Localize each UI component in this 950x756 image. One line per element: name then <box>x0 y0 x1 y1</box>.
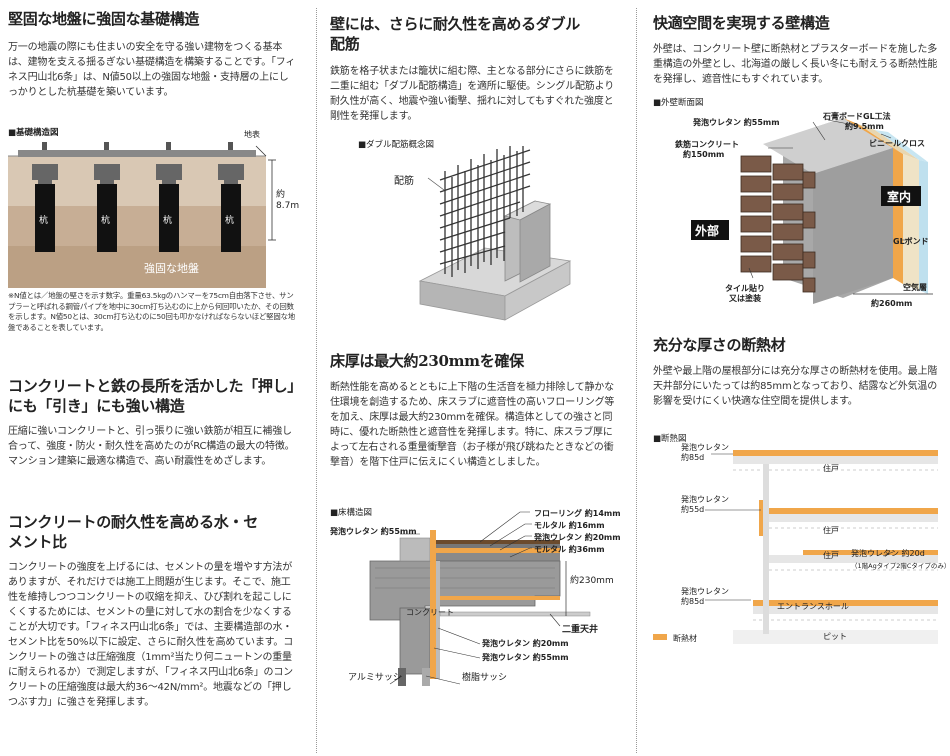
floor-structure-diagram <box>369 511 591 686</box>
label-urethane-20-b: 発泡ウレタン 約20mm <box>482 639 569 648</box>
foundation-diagram <box>8 142 276 288</box>
text-foundation: 万一の地震の際にも住まいの安全を守る強い建物をつくる基本は、建物を支える揺るぎな… <box>8 42 296 98</box>
label-entrance-hall: エントランスホール <box>777 602 849 611</box>
caption-floor-figure: ■床構造図 <box>330 508 373 518</box>
label-indoor: 室内 <box>887 190 912 204</box>
label-double-ceiling: 二重天井 <box>562 625 599 635</box>
label-outdoor: 外部 <box>695 224 720 238</box>
caption-insulation-figure: ■断熱図 <box>653 434 687 444</box>
label-wall-concrete: 鉄筋コンクリート <box>675 140 739 149</box>
text-wall-structure: 外壁は、コンクリート壁に断熱材とプラスターボードを施した多重構造の外壁とし、北海… <box>653 44 938 85</box>
double-rebar-diagram <box>418 146 572 321</box>
text-water-cement: コンクリートの強度を上げるには、セメントの量を増やす方法がありますが、それだけで… <box>8 562 294 708</box>
label-ground-surface: 地表 <box>244 130 260 139</box>
label-unit-2: 住戸 <box>823 526 839 535</box>
label-urethane-55-top: 発泡ウレタン 約55mm <box>330 527 417 536</box>
label-resin-sash: 樹脂サッシ <box>462 673 508 683</box>
heading-floor-thickness: 床厚は最大約230mmを確保 <box>330 352 524 370</box>
label-mortar-36: モルタル 約36mm <box>534 545 605 554</box>
label-unit-1: 住戸 <box>823 464 839 473</box>
label-wall-total: 約260mm <box>871 299 913 308</box>
label-strong-ground: 強固な地盤 <box>144 262 199 275</box>
text-double-rebar: 鉄筋を格子状または籠状に組む際、主となる部分にさらに鉄筋を二重に組む「ダブル配筋… <box>330 66 614 122</box>
label-alumi-sash: アルミサッシ <box>348 673 402 683</box>
label-wall-urethane: 発泡ウレタン 約55mm <box>693 118 780 127</box>
label-pit: ピット <box>823 632 847 641</box>
column-divider-2 <box>636 8 637 753</box>
label-pile-2: 杭 <box>101 216 111 226</box>
heading-foundation: 堅固な地盤に強固な基礎構造 <box>8 10 200 28</box>
label-flooring: フローリング 約14mm <box>534 509 621 518</box>
label-depth: 約8.7m <box>276 190 300 211</box>
caption-rebar-figure: ■ダブル配筋概念図 <box>358 140 435 150</box>
caption-wall-figure: ■外壁断面図 <box>653 98 704 108</box>
label-ins-u85-top: 発泡ウレタン <box>681 443 729 452</box>
label-ins-u55: 発泡ウレタン <box>681 495 729 504</box>
label-ins-u20: 発泡ウレタン 約20d <box>851 549 925 558</box>
heading-water-cement: コンクリートの耐久性を高める水・セメント比 <box>8 513 258 551</box>
label-vinyl: ビニールクロス <box>869 139 925 148</box>
heading-double-rebar: 壁には、さらに耐久性を高めるダブル配筋 <box>330 15 580 53</box>
label-unit-3: 住戸 <box>823 551 839 560</box>
column-rebar-floor: 壁には、さらに耐久性を高めるダブル配筋 鉄筋を格子状または籠状に組む際、主となる… <box>330 0 621 756</box>
text-floor-thickness: 断熱性能を高めるとともに上下階の生活音を極力排除して静かな住環境を創造するため、… <box>330 382 615 468</box>
label-tile: タイル貼り <box>725 284 765 293</box>
note-n-value: ※N値とは／地盤の堅さを示す数字。重量63.5kgのハンマーを75cm自由落下さ… <box>8 291 295 332</box>
label-pile-4: 杭 <box>225 216 235 226</box>
label-tile-2: 又は塗装 <box>729 294 761 303</box>
label-gypsum-2: 約9.5mm <box>845 122 884 131</box>
label-urethane-20: 発泡ウレタン 約20mm <box>534 533 621 542</box>
label-ins-u85-b-2: 約85d <box>681 597 705 606</box>
label-ins-u85-top-2: 約85d <box>681 453 705 462</box>
label-ins-u55-2: 約55d <box>681 505 705 514</box>
label-mortar-16: モルタル 約16mm <box>534 521 605 530</box>
label-floor-thickness: 約230mm <box>570 576 614 586</box>
label-pile-3: 杭 <box>163 216 173 226</box>
label-gl-bond: GLボンド <box>893 237 929 246</box>
text-rc-structure: 圧縮に強いコンクリートと、引っ張りに強い鉄筋が相互に補強し合って、強度・防火・耐… <box>8 426 295 467</box>
wall-section-diagram <box>691 118 933 304</box>
label-insulation-legend: 断熱材 <box>673 634 697 643</box>
heading-insulation: 充分な厚さの断熱材 <box>653 336 786 354</box>
column-wall-insulation: 快適空間を実現する壁構造 外壁は、コンクリート壁に断熱材とプラスターボードを施し… <box>653 0 950 756</box>
insulation-diagram <box>653 450 938 644</box>
heading-rc-structure: コンクリートと鉄の長所を活かした「押し」にも「引き」にも強い構造 <box>8 377 295 415</box>
heading-wall-structure: 快適空間を実現する壁構造 <box>653 14 830 32</box>
label-ins-u85-b: 発泡ウレタン <box>681 587 729 596</box>
caption-foundation-figure: ■基礎構造図 <box>8 128 59 138</box>
column-divider-1 <box>316 8 317 753</box>
label-gypsum: 石膏ボードGL工法 <box>823 112 891 121</box>
label-wall-concrete-2: 約150mm <box>683 150 725 159</box>
label-concrete: コンクリート <box>406 608 454 617</box>
label-air-layer: 空気層 <box>903 283 927 292</box>
label-pile-1: 杭 <box>39 216 49 226</box>
label-rebar: 配筋 <box>394 176 414 187</box>
column-foundation: 堅固な地盤に強固な基礎構造 万一の地震の際にも住まいの安全を守る強い建物をつくる… <box>8 0 300 756</box>
text-insulation: 外壁や最上階の屋根部分には充分な厚さの断熱材を使用。最上階天井部分にいたっては約… <box>653 366 938 407</box>
label-urethane-55-b: 発泡ウレタン 約55mm <box>482 653 569 662</box>
label-ins-u20-note: （1階Agタイプ2階Cタイプのみ） <box>851 562 950 570</box>
